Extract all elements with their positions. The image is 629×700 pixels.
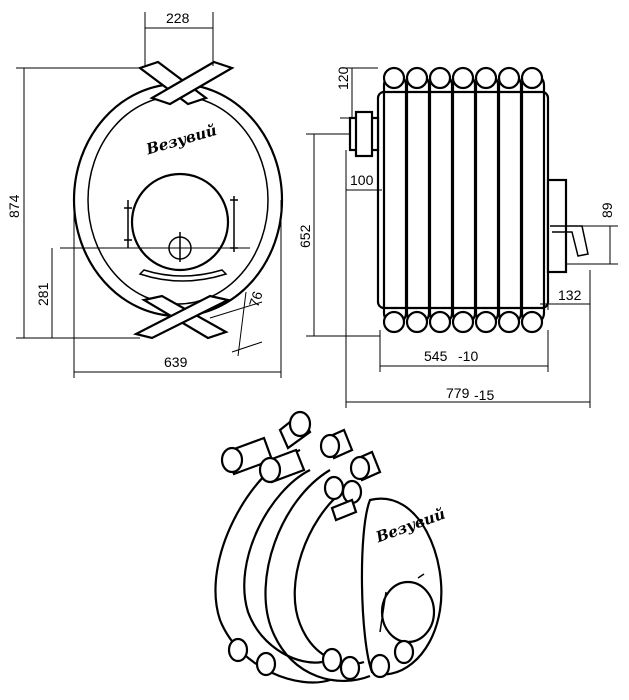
iso-front-ring-outer [264,469,371,683]
iso-front-ring-inner [293,489,365,665]
isometric-view: Везувий [214,410,448,684]
dim-line-overall-height [306,133,380,337]
dim-pipe-diameter: 76 [246,289,266,309]
front-view: Везувий 228 874 281 76 639 [6,10,284,378]
dim-overall-height: 652 [297,224,313,248]
iso-door-hinge [379,573,425,633]
iso-door [380,580,436,644]
dim-body-width: 639 [164,354,188,370]
dim-line-pipe-diameter [209,291,263,357]
ash-tray [138,269,228,282]
dim-line-flue-height [340,67,378,119]
iso-pipe-stubs-top [220,410,382,505]
iso-pipe-stubs-bottom [227,637,415,681]
dim-line-top-width [144,12,214,66]
dim-body-depth: 545 [424,348,448,364]
dim-overall-depth-tolerance: -15 [474,387,494,403]
dim-top-width: 228 [166,10,190,26]
side-pipe-ends-top [382,66,544,90]
dim-overall-depth: 779 [446,385,470,401]
side-view: 120 652 100 89 132 545 -10 779 -15 [297,66,618,408]
dim-flue-offset: 100 [350,172,374,188]
door-hinge [124,200,132,248]
iso-flue [330,498,358,522]
dim-line-overall-depth [345,150,591,408]
dim-door-height: 281 [35,282,51,306]
dim-line-door-handle [566,225,618,265]
dim-total-height: 874 [6,194,22,218]
dim-line-door-height [46,248,140,339]
dim-body-depth-tolerance: -10 [458,348,478,364]
dim-door-handle: 89 [599,202,615,218]
dim-line-body-depth [379,330,549,372]
door [130,172,230,272]
side-pipe-ends-bottom [382,310,544,334]
iso-back-ring-inner [243,469,323,664]
front-bottom-pipe-right [132,294,232,340]
front-top-pipe-right [149,60,235,106]
flue-collar [354,110,374,158]
dim-flue-height: 120 [335,66,351,90]
dim-line-body-width [73,200,282,378]
iso-back-ring [214,448,331,684]
dim-door-depth: 132 [558,287,582,303]
